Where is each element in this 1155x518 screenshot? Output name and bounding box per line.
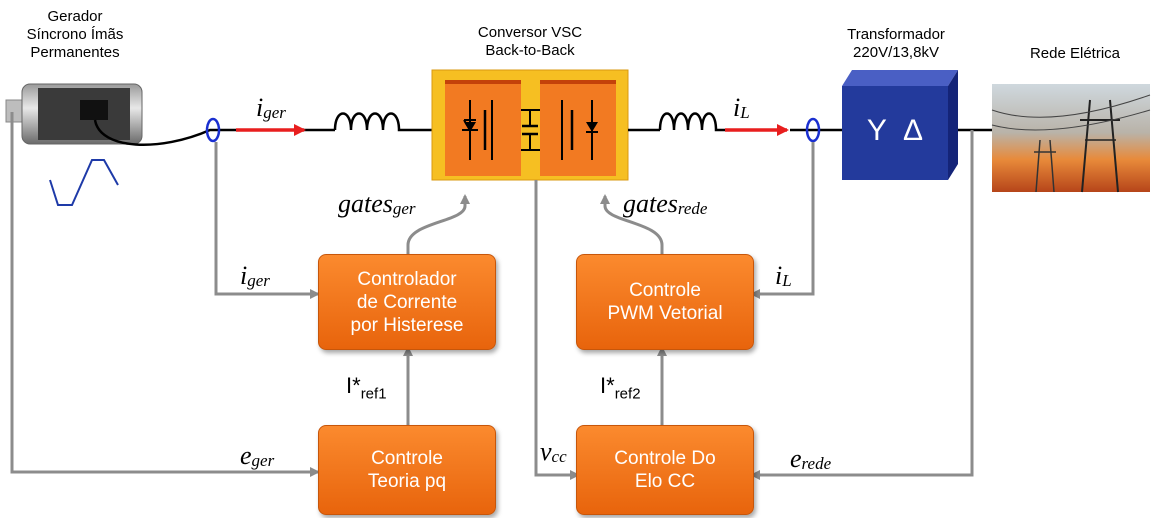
signal-gates-ger-main: gates <box>338 189 393 218</box>
signal-i-ger-top-main: i <box>256 93 264 122</box>
pwm-controller: Controle PWM Vetorial <box>576 254 754 350</box>
converter-label-line-1: Conversor VSC <box>477 24 583 41</box>
current-sensor-ger <box>205 117 221 143</box>
signal-iref1: I*ref1 <box>346 374 387 406</box>
signal-iref1-sub: ref1 <box>360 385 387 403</box>
transformer-symbol: Y Δ <box>866 114 924 147</box>
signal-gates-rede: gatesrede <box>623 190 707 221</box>
current-sensor-grid <box>805 117 821 143</box>
signal-v-cc: vcc <box>540 438 567 469</box>
signal-i-l-side-main: i <box>775 261 783 290</box>
signal-iref2-main: I* <box>600 373 615 398</box>
converter-label-line-2: Back-to-Back <box>485 42 575 59</box>
signal-iref2-sub: ref2 <box>614 385 641 403</box>
signal-iref2: I*ref2 <box>600 374 641 406</box>
pq-controller: Controle Teoria pq <box>318 425 496 515</box>
inductor-grid <box>658 112 725 132</box>
vsc-converter-icon <box>431 69 629 181</box>
signal-e-ger-main: e <box>240 441 252 470</box>
generator-label: Gerador Síncrono Ímãs Permanentes <box>10 8 140 62</box>
signal-i-ger-side-main: i <box>240 261 248 290</box>
dc-link-controller-line-1: Controle Do <box>614 448 716 469</box>
signal-i-ger-side: iger <box>240 262 270 293</box>
pq-controller-line-1: Controle <box>371 448 443 469</box>
transformer-label: Transformador 220V/13,8kV <box>826 26 966 62</box>
dc-link-controller: Controle Do Elo CC <box>576 425 754 515</box>
signal-e-ger: eger <box>240 442 274 473</box>
transformer-label-line-1: Transformador <box>847 26 945 43</box>
transformer-icon <box>842 70 958 180</box>
hysteresis-controller-line-2: de Corrente <box>356 291 458 313</box>
dc-link-controller-line-2: Elo CC <box>634 471 696 492</box>
signal-i-ger-top: iger <box>256 94 286 125</box>
signal-e-rede-sub: rede <box>801 454 832 473</box>
inductor-ger <box>333 112 432 132</box>
generator-label-line-3: Permanentes <box>30 44 120 61</box>
transformer-label-line-2: 220V/13,8kV <box>853 44 939 61</box>
power-grid-image <box>991 84 1151 193</box>
signal-i-l-side: iL <box>775 262 792 293</box>
signal-gates-rede-sub: rede <box>677 199 708 218</box>
signal-e-rede: erede <box>790 445 831 476</box>
signal-i-l-top-main: i <box>733 93 741 122</box>
pwm-controller-line-2: PWM Vetorial <box>607 303 723 324</box>
signal-gates-ger-sub: ger <box>392 199 416 218</box>
pq-controller-line-2: Teoria pq <box>367 471 447 492</box>
signal-i-l-top: iL <box>733 94 750 125</box>
generator-icon <box>5 83 143 145</box>
signal-v-cc-main: v <box>540 437 552 466</box>
signal-gates-ger: gatesger <box>338 190 416 221</box>
signal-i-ger-top-sub: ger <box>263 103 286 122</box>
generator-label-line-1: Gerador <box>47 8 103 25</box>
generator-cable <box>93 119 335 146</box>
hysteresis-controller: Controlador de Corrente por Histerese <box>318 254 496 350</box>
signal-gates-rede-main: gates <box>623 189 678 218</box>
signal-e-ger-sub: ger <box>251 451 275 470</box>
signal-lines <box>10 112 974 480</box>
signal-v-cc-sub: cc <box>551 447 567 466</box>
signal-e-rede-main: e <box>790 444 802 473</box>
signal-iref1-main: I* <box>346 373 361 398</box>
hysteresis-controller-line-1: Controlador <box>357 268 457 290</box>
generator-label-line-2: Síncrono Ímãs <box>26 26 124 43</box>
pwm-controller-line-1: Controle <box>629 280 701 301</box>
signal-i-l-top-sub: L <box>740 103 750 122</box>
hysteresis-controller-line-3: por Histerese <box>350 314 464 336</box>
signal-i-l-side-sub: L <box>782 271 792 290</box>
grid-label: Rede Elétrica <box>1029 45 1121 62</box>
signal-i-ger-side-sub: ger <box>247 271 270 290</box>
converter-label: Conversor VSC Back-to-Back <box>455 24 605 60</box>
sine-wave-icon <box>49 159 119 206</box>
